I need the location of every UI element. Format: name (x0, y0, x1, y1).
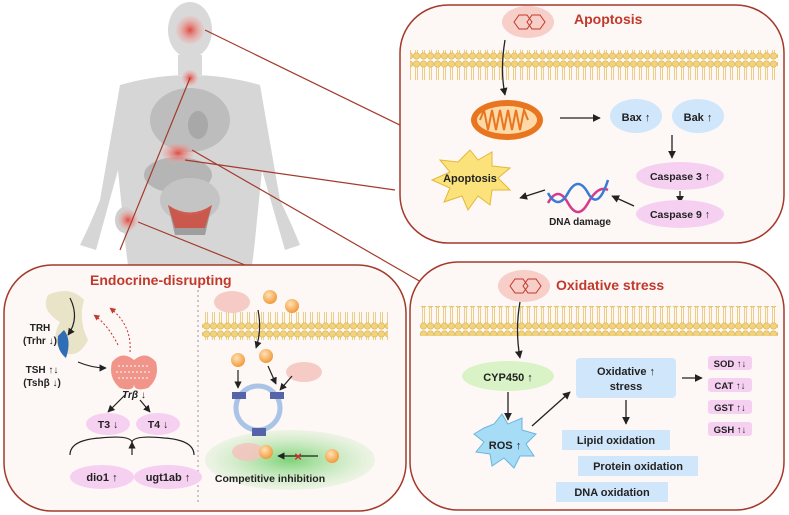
caspase9-node (636, 200, 724, 228)
hormone-ball (259, 445, 273, 459)
bax-label: Bax ↑ (622, 112, 651, 124)
molecule-icon (286, 362, 322, 382)
lipid-oxidation-label: Lipid oxidation (577, 435, 655, 447)
t3-label: T3 ↓ (98, 419, 118, 431)
liver-highlight (162, 143, 194, 163)
cell-membrane (202, 312, 388, 340)
brain-highlight (176, 16, 204, 44)
heart (188, 111, 208, 139)
ovary-highlight (168, 205, 212, 228)
dio1-label: dio1 ↑ (86, 472, 117, 484)
cell-membrane (410, 50, 778, 80)
ros-label: ROS ↑ (489, 440, 521, 452)
trb-label: Trβ ↓ (122, 390, 146, 401)
hormone-ball (325, 449, 339, 463)
t4-label: T4 ↓ (148, 419, 168, 431)
ox-stress-line1: Oxidative ↑ (597, 366, 655, 378)
bax-node (610, 99, 662, 133)
apoptosis-burst-icon (430, 149, 512, 212)
oxidative-stress-panel: Oxidative stress CYP450 ↑ ROS ↑ Oxidativ… (409, 261, 785, 511)
protein-oxidation-box (578, 456, 698, 476)
connector-lines (119, 29, 436, 291)
enzyme-cat (708, 378, 752, 392)
caspase3-label: Caspase 3 ↑ (650, 171, 710, 183)
dna-oxidation-label: DNA oxidation (574, 487, 650, 499)
apoptosis-title: Apoptosis (574, 11, 643, 27)
enzyme-gst-label: GST ↑↓ (714, 403, 746, 414)
bak-label: Bak ↑ (684, 112, 713, 124)
dna-damage-label: DNA damage (549, 217, 611, 228)
enzyme-gst (708, 400, 752, 414)
block-x-icon: × (294, 449, 302, 464)
endocrine-panel: Endocrine-disrupting TRH (Trhr ↓) TSH ↑↓… (3, 264, 407, 512)
cell-membrane (420, 306, 778, 336)
pituitary-icon (45, 291, 88, 358)
oxidative-stress-node (576, 358, 676, 398)
endocrine-title: Endocrine-disrupting (90, 272, 232, 288)
dna-helix-icon (546, 179, 610, 214)
hormone-ball (263, 290, 277, 304)
dio1-node (70, 465, 134, 489)
ugt1ab-node (134, 465, 202, 489)
molecule-icon (498, 270, 550, 302)
bak-node (672, 99, 724, 133)
hormone-ball (259, 349, 273, 363)
enzyme-gsh-label: GSH ↑↓ (714, 425, 747, 436)
enzyme-gsh (708, 422, 752, 436)
enzyme-cat-label: CAT ↑↓ (715, 381, 746, 392)
mitochondria-icon (471, 100, 543, 140)
cyp450-node (462, 361, 554, 391)
receptor-icon (232, 383, 284, 436)
thyroid-icon (111, 355, 157, 390)
apoptosis-panel: Apoptosis Bax ↑ Bak ↑ Caspase 3 ↑ Caspas… (399, 4, 785, 244)
caspase9-label: Caspase 9 ↑ (650, 209, 710, 221)
t4-node (136, 413, 180, 435)
trhr-label: (Trhr ↓) (23, 336, 57, 347)
hand-thyroid-highlight (118, 210, 138, 230)
lipid-oxidation-box (562, 430, 670, 450)
molecule-icon (502, 6, 554, 38)
dna-oxidation-box (556, 482, 668, 502)
enzyme-sod-label: SOD ↑↓ (714, 359, 747, 370)
cyp450-label: CYP450 ↑ (483, 372, 533, 384)
molecule-icon (214, 291, 250, 313)
competitive-inhibition-label: Competitive inhibition (215, 473, 325, 485)
hormone-ball (285, 299, 299, 313)
t3-node (86, 413, 130, 435)
caspase3-node (636, 162, 724, 190)
enzyme-sod (708, 356, 752, 370)
ugt1ab-label: ugt1ab ↑ (146, 472, 191, 484)
hormone-ball (231, 353, 245, 367)
tshb-label: (Tshβ ↓) (23, 378, 61, 389)
apoptosis-burst-label: Apoptosis (443, 173, 497, 185)
ros-burst-icon (473, 413, 537, 469)
oxidative-title: Oxidative stress (556, 277, 664, 293)
ox-stress-line2: stress (610, 381, 642, 393)
tsh-label: TSH ↑↓ (26, 365, 59, 376)
trh-label: TRH (30, 323, 51, 334)
molecule-icon (232, 443, 264, 461)
protein-oxidation-label: Protein oxidation (593, 461, 683, 473)
